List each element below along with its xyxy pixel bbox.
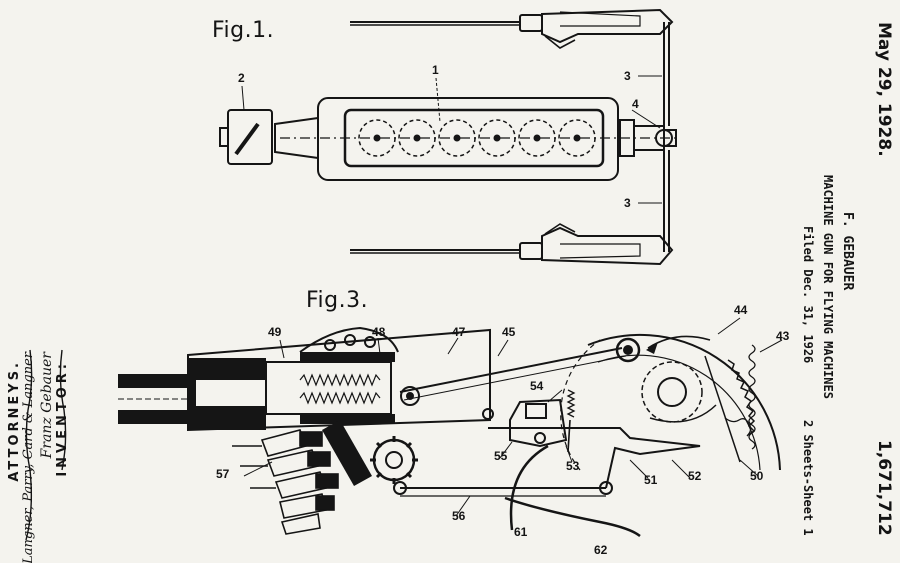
engine-nose	[274, 117, 319, 159]
engine-body	[317, 97, 619, 181]
ref-62: 62	[594, 543, 608, 557]
cylinder-pins	[373, 134, 581, 142]
ref-55: 55	[494, 449, 508, 463]
patent-title: MACHINE GUN FOR FLYING MACHINES	[821, 175, 835, 399]
inventor-signature: Franz Gebauer	[39, 352, 55, 459]
fig1-label: Fig.1.	[212, 18, 275, 43]
ref-56: 56	[452, 509, 466, 523]
ref-48: 48	[372, 325, 386, 339]
ref-1: 1	[432, 63, 439, 77]
lower-gun	[350, 223, 674, 266]
ref-49: 49	[268, 325, 282, 339]
patent-date: May 29, 1928.	[874, 22, 894, 157]
inventor-name: F. GEBAUER	[840, 212, 855, 291]
signature-lines	[25, 349, 67, 541]
recoil-spring	[299, 373, 381, 405]
upper-gun	[350, 8, 674, 49]
sheet-count: 2 Sheets-Sheet 1	[801, 420, 815, 536]
ref-43: 43	[776, 329, 790, 343]
fig3-label: Fig.3.	[306, 288, 369, 313]
ref-3-lower: 3	[624, 196, 631, 210]
ref-54: 54	[530, 379, 544, 393]
fig3-drawing	[118, 317, 783, 538]
ref-2: 2	[238, 71, 245, 85]
ref-52: 52	[688, 469, 702, 483]
ref-44: 44	[734, 303, 748, 317]
fig1-drawing	[219, 8, 680, 266]
ref-51: 51	[644, 473, 658, 487]
ref-53: 53	[566, 459, 580, 473]
attorney-signature: By: Langner, Parry, Card & Langner	[21, 352, 36, 563]
spring-43	[748, 344, 756, 450]
ref-47: 47	[452, 325, 466, 339]
ref-45: 45	[502, 325, 516, 339]
trigger-block	[509, 398, 568, 448]
cartridge-belt	[232, 429, 339, 535]
propeller-disc	[587, 334, 781, 471]
patent-number: 1,671,712	[874, 440, 894, 536]
ref-57: 57	[216, 467, 230, 481]
ref-4: 4	[632, 97, 639, 111]
ref-61: 61	[514, 525, 528, 539]
inventor-caption: INVENTOR:	[55, 360, 70, 477]
ref-50: 50	[750, 469, 764, 483]
filing-date: Filed Dec. 31, 1926	[801, 226, 815, 364]
cam-teeth	[727, 359, 756, 436]
attorneys-caption: ATTORNEYS.	[7, 360, 22, 482]
ref-3-upper: 3	[624, 69, 631, 83]
